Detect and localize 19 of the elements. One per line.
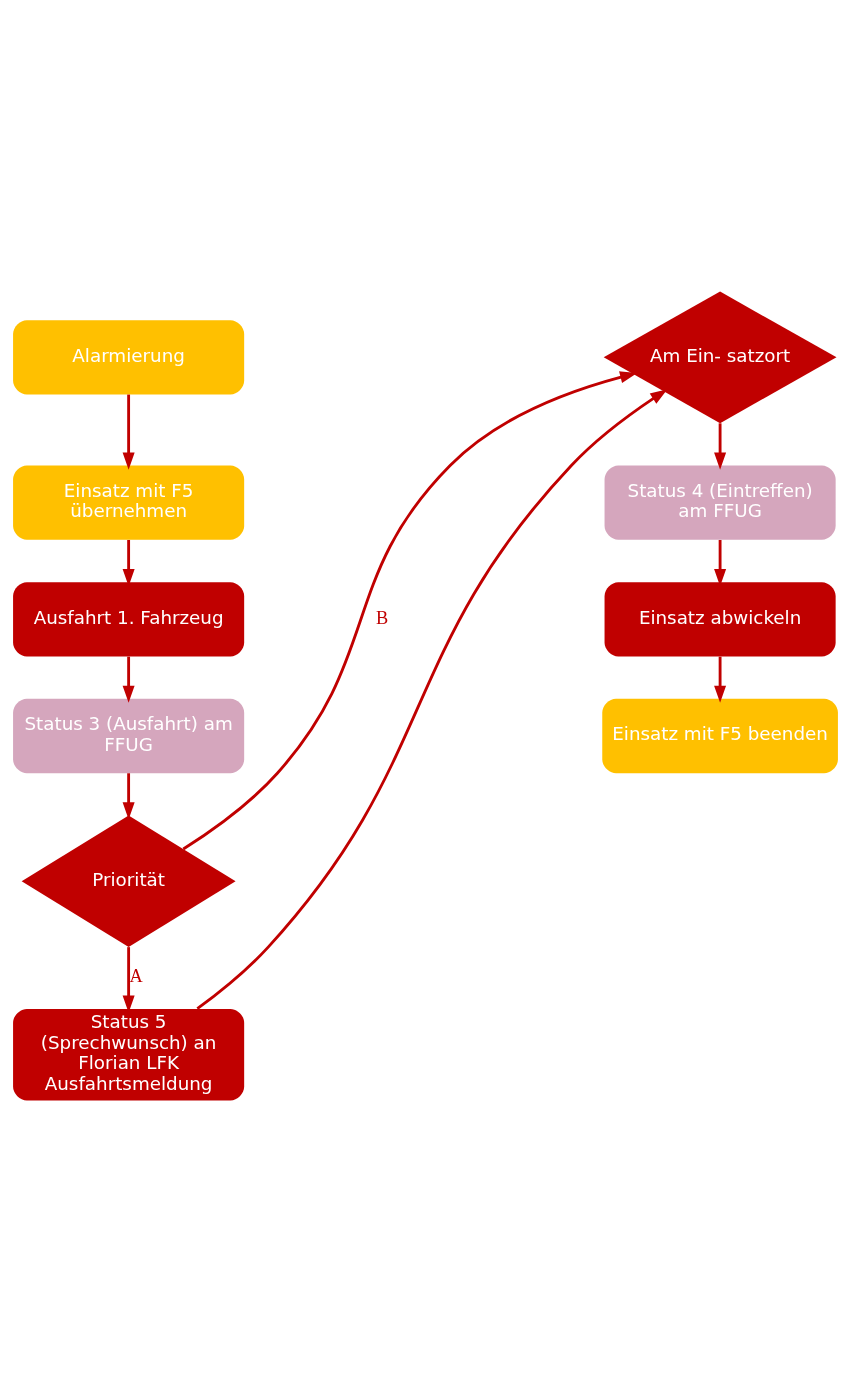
node-box: Status 3 (Ausfahrt) am FFUG <box>13 698 245 774</box>
arrow <box>714 423 727 470</box>
node-box: Status 4 (Eintreffen) am FFUG <box>604 465 836 540</box>
node-box: Einsatz mit F5 beenden <box>602 698 838 774</box>
node-box: Status 5 (Sprechwunsch) an Florian LFK Ausfahrtsmeldung <box>13 1008 245 1101</box>
node-box: Einsatz mit F5 übernehmen <box>13 465 245 540</box>
node-diamond: Am Ein- satzort <box>603 291 837 424</box>
edge-label: B <box>375 607 389 628</box>
arrow <box>714 656 727 703</box>
arrow <box>122 656 135 703</box>
arrow <box>182 371 638 851</box>
node-box: Alarmierung <box>13 320 245 395</box>
node-diamond: Priorität <box>21 815 236 948</box>
arrow <box>196 389 668 1010</box>
node-box: Ausfahrt 1. Fahrzeug <box>13 582 245 657</box>
arrow <box>122 773 135 820</box>
edge-label: A <box>129 966 143 987</box>
arrow <box>122 394 135 470</box>
node-box: Einsatz abwickeln <box>604 582 836 657</box>
